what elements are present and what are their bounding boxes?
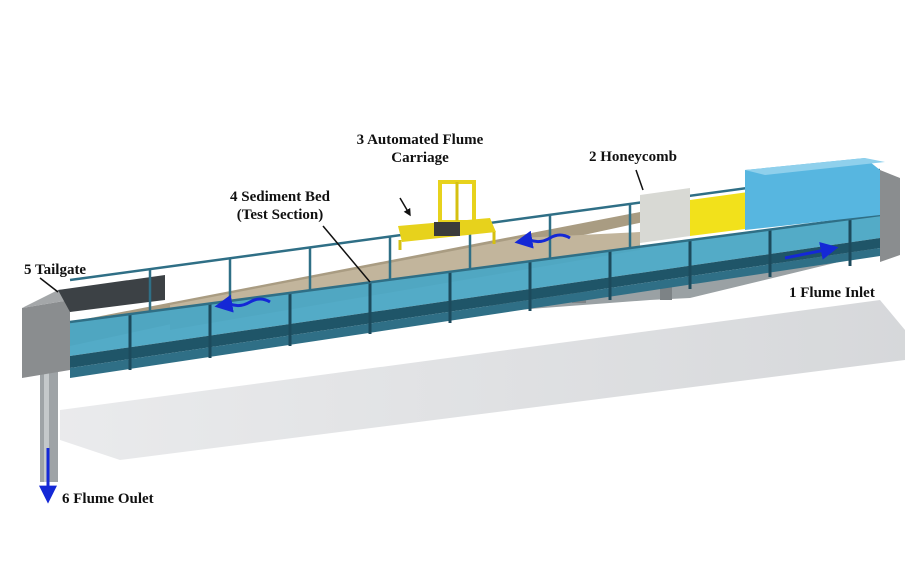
- label-flume-inlet: 1 Flume Inlet: [789, 285, 875, 301]
- label-sediment-bed: 4 Sediment Bed (Test Section): [210, 188, 350, 224]
- flow-arrows: [39, 230, 839, 504]
- label-carriage-line1: 3 Automated Flume: [356, 132, 484, 148]
- inlet-end: [880, 170, 900, 262]
- inlet-box: [745, 158, 880, 230]
- bottom-beam: [70, 238, 880, 368]
- label-flume-outlet: 6 Flume Oulet: [62, 491, 154, 507]
- leader-lines: [39, 169, 644, 293]
- label-honeycomb: 2 Honeycomb: [589, 149, 677, 165]
- flume-carriage: [398, 180, 496, 250]
- front-glass-wall: [70, 215, 880, 356]
- front-posts: [128, 219, 852, 370]
- label-carriage-line2: Carriage: [391, 150, 449, 166]
- label-carriage: 3 Automated Flume Carriage: [345, 131, 495, 167]
- label-tailgate: 5 Tailgate: [24, 262, 87, 278]
- label-sediment-line2: (Test Section): [236, 207, 324, 223]
- tailgate-panel: [58, 275, 165, 312]
- tailgate-block: [22, 300, 70, 378]
- ground-shadow: [60, 300, 905, 460]
- label-sediment-line1: 4 Sediment Bed: [229, 189, 330, 205]
